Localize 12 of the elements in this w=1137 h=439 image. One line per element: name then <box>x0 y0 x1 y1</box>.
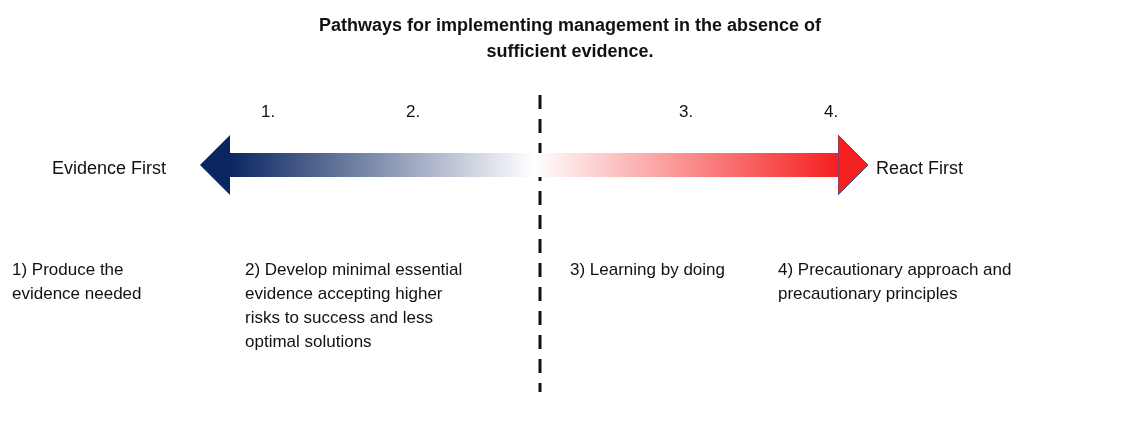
position-number: 2. <box>406 101 422 123</box>
diagram-title: Pathways for implementing management in the absence of sufficient evidence. <box>317 14 823 63</box>
pathway-description: 2) Develop minimal essential evidence accepting higher risks to success and less optimal solutions <box>245 259 464 353</box>
double-headed-gradient-arrow <box>200 134 869 196</box>
pathway-description: 3) Learning by doing <box>570 259 726 281</box>
position-number: 3. <box>679 101 695 123</box>
end-label: React First <box>876 156 986 180</box>
pathway-description: 4) Precautionary approach and precautionary principles <box>778 259 1013 305</box>
position-number: 1. <box>261 101 277 123</box>
end-label: Evidence First <box>52 156 198 180</box>
position-number: 4. <box>824 101 840 123</box>
pathway-description: 1) Produce the evidence needed <box>12 259 143 305</box>
